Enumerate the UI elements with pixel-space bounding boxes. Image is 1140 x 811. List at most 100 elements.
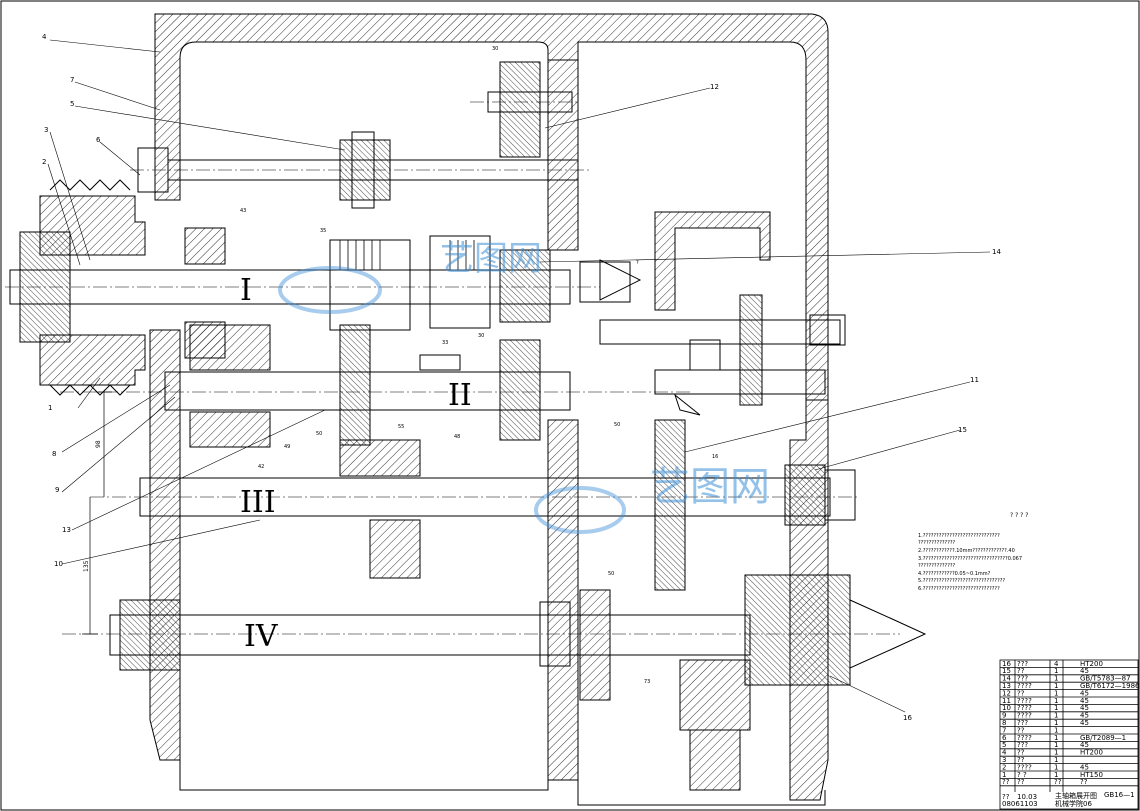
parts-cell-material: 45 <box>1080 689 1089 697</box>
ref-35: 35 <box>320 228 326 234</box>
callout-8: 8 <box>52 450 56 458</box>
shaft-label-III: III <box>240 485 276 520</box>
callout-4: 4 <box>42 33 47 41</box>
callout-15: 15 <box>958 426 967 434</box>
parts-cell-no: 15 <box>1002 667 1011 675</box>
dim-135: 135 <box>83 560 90 572</box>
parts-cell-material: GB/T5783—87 <box>1080 675 1131 683</box>
ref-73: 73 <box>644 679 650 685</box>
tb-school: 机械学院06 <box>1055 799 1092 808</box>
parts-cell-material: HT150 <box>1080 771 1103 779</box>
parts-cell-qty: 1 <box>1054 675 1058 683</box>
parts-cell-qty: 1 <box>1054 771 1058 779</box>
parts-cell-name: ?? <box>1017 756 1025 764</box>
parts-cell-material: HT200 <box>1080 749 1103 757</box>
parts-cell-qty: 1 <box>1054 667 1058 675</box>
callout-7: 7 <box>70 76 74 84</box>
parts-cell-name: ??? <box>1017 675 1028 683</box>
parts-header-qty: ?? <box>1054 778 1062 786</box>
parts-cell-name: ? ? <box>1017 771 1027 779</box>
note-line-5: ?????????????? <box>918 563 955 569</box>
ref-50-right: 50 <box>614 422 620 428</box>
parts-cell-material: 45 <box>1080 667 1089 675</box>
parts-cell-name: ?? <box>1017 667 1025 675</box>
ref-16: 16 <box>712 454 718 460</box>
parts-cell-material: GB/T6172—1986 <box>1080 682 1140 690</box>
shift-mechanism <box>599 259 846 416</box>
parts-cell-name: ???? <box>1017 712 1032 720</box>
parts-cell-no: 10 <box>1002 704 1011 712</box>
ref-55: 55 <box>398 424 404 430</box>
dimension-lines <box>82 391 112 635</box>
parts-cell-name: ???? <box>1017 697 1032 705</box>
ref-42: 42 <box>258 464 264 470</box>
parts-cell-no: 3 <box>1002 756 1006 764</box>
parts-cell-qty: 4 <box>1054 660 1059 668</box>
note-line-1: 1.????????????????????????????? <box>918 533 1000 539</box>
ref-49: 49 <box>284 444 290 450</box>
parts-cell-qty: 1 <box>1054 734 1058 742</box>
parts-cell-name: ?? <box>1017 689 1025 697</box>
shaft-label-I: I <box>240 273 252 308</box>
ref-48: 48 <box>454 434 460 440</box>
parts-cell-name: ???? <box>1017 682 1032 690</box>
parts-cell-no: 2 <box>1002 763 1006 771</box>
parts-cell-no: 11 <box>1002 697 1011 705</box>
dim-98: 98 <box>95 440 102 448</box>
watermark: 艺图网 艺图网 <box>278 239 770 534</box>
shaft-III <box>90 419 860 591</box>
parts-cell-qty: 1 <box>1054 749 1058 757</box>
parts-cell-qty: 1 <box>1054 704 1058 712</box>
callout-12: 12 <box>710 83 719 91</box>
parts-cell-no: 14 <box>1002 675 1011 683</box>
callout-10: 10 <box>54 560 63 568</box>
parts-cell-name: ???? <box>1017 763 1032 771</box>
note-line-2: ?????????????? <box>918 540 955 546</box>
shaft-IV <box>62 574 927 791</box>
shaft-II <box>60 324 690 448</box>
callout-9: 9 <box>55 486 59 494</box>
notes-title: ? ? ? ? <box>1010 512 1028 519</box>
ref-30-mid: 30 <box>478 333 484 339</box>
note-line-8: 6.????????????????????????????? <box>918 586 1000 592</box>
tb-date: 10.03 <box>1017 793 1037 801</box>
callout-numbers: 4 7 5 3 6 2 1 8 9 13 10 12 14 11 15 16 <box>42 33 1001 722</box>
callout-11: 11 <box>970 376 979 384</box>
parts-cell-no: 13 <box>1002 682 1011 690</box>
ref-unknown: ? <box>636 260 639 266</box>
callout-1: 1 <box>48 404 52 412</box>
tb-drawing-no: GB16—1 <box>1104 791 1135 799</box>
parts-cell-material: 45 <box>1080 741 1089 749</box>
leader-lines <box>47 39 991 713</box>
parts-cell-name: ???? <box>1017 704 1032 712</box>
note-line-6: 4.????????????0.05~0.1mm? <box>918 571 991 577</box>
parts-cell-name: ???? <box>1017 734 1032 742</box>
parts-cell-material: 45 <box>1080 719 1089 727</box>
note-line-4: 3.????????????????????????????????0.067 <box>918 556 1022 562</box>
parts-cell-qty: 1 <box>1054 756 1058 764</box>
callout-6: 6 <box>96 136 101 144</box>
parts-cell-qty: 1 <box>1054 741 1058 749</box>
callout-13: 13 <box>62 526 71 534</box>
shaft-label-IV: IV <box>244 619 279 654</box>
parts-cell-no: 5 <box>1002 741 1006 749</box>
parts-cell-qty: 1 <box>1054 763 1058 771</box>
parts-cell-qty: 1 <box>1054 682 1058 690</box>
ref-43: 43 <box>240 208 246 214</box>
parts-cell-no: 1 <box>1002 771 1006 779</box>
parts-cell-qty: 1 <box>1054 697 1058 705</box>
ref-50-low: 50 <box>608 571 614 577</box>
tb-label-date: ?? <box>1002 793 1010 801</box>
parts-header-material: ?? <box>1080 778 1088 786</box>
parts-header-name: ?? <box>1017 778 1025 786</box>
callout-16: 16 <box>903 714 912 722</box>
callout-3: 3 <box>44 126 48 134</box>
parts-cell-qty: 1 <box>1054 719 1058 727</box>
tb-student-no: 08061103 <box>1002 800 1038 808</box>
watermark-text-1: 艺图网 <box>440 239 542 279</box>
part-refs: 30 43 35 33 30 49 42 55 50 48 50 16 50 7… <box>240 46 718 685</box>
callout-5: 5 <box>70 100 74 108</box>
